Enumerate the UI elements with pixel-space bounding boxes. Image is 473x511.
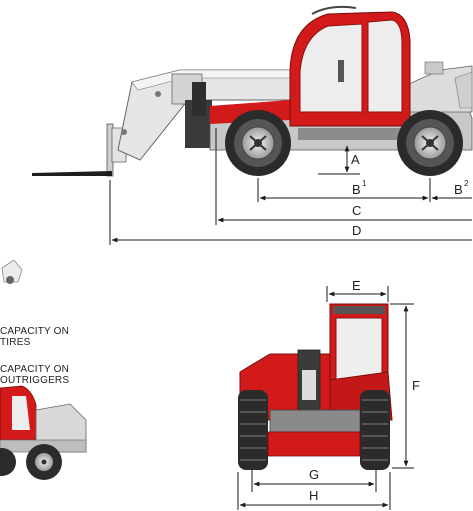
dimension-label-b1-superscript: 1 <box>362 179 367 188</box>
operator-cab <box>289 5 411 127</box>
rear-wheel <box>397 110 463 176</box>
small-machine-icon <box>1 259 23 284</box>
outrigger-machine-thumbnail <box>0 385 87 480</box>
front-wheel <box>225 110 291 176</box>
dimension-label-e: E <box>352 278 361 293</box>
dimension-label-b2: B <box>454 182 463 197</box>
dimension-label-d: D <box>352 223 361 238</box>
dimension-label-a: A <box>351 152 360 167</box>
dimension-label-c: C <box>352 203 361 218</box>
side-dimension-lines <box>109 128 472 245</box>
dimension-label-b1: B <box>352 182 361 197</box>
fork <box>32 123 127 177</box>
front-dimension-lines <box>237 286 414 510</box>
dimension-label-g: G <box>309 467 319 482</box>
side-view-telehandler <box>32 5 473 177</box>
legend-outriggers-line-1: CAPACITY ON <box>0 364 70 375</box>
legend-capacity-on-outriggers: CAPACITY ON OUTRIGGERS <box>0 364 69 386</box>
telescopic-boom <box>117 69 301 161</box>
dimension-label-h: H <box>309 488 318 503</box>
legend-tires-line-1: CAPACITY ON <box>0 326 70 337</box>
legend-outriggers-line-2: OUTRIGGERS <box>0 375 70 386</box>
dimension-label-b2-superscript: 2 <box>464 179 469 188</box>
legend-tires-line-2: TIRES <box>0 337 31 348</box>
front-view-telehandler <box>238 303 393 470</box>
dimension-label-f: F <box>412 378 420 393</box>
legend-capacity-on-tires: CAPACITY ON TIRES <box>0 326 69 348</box>
